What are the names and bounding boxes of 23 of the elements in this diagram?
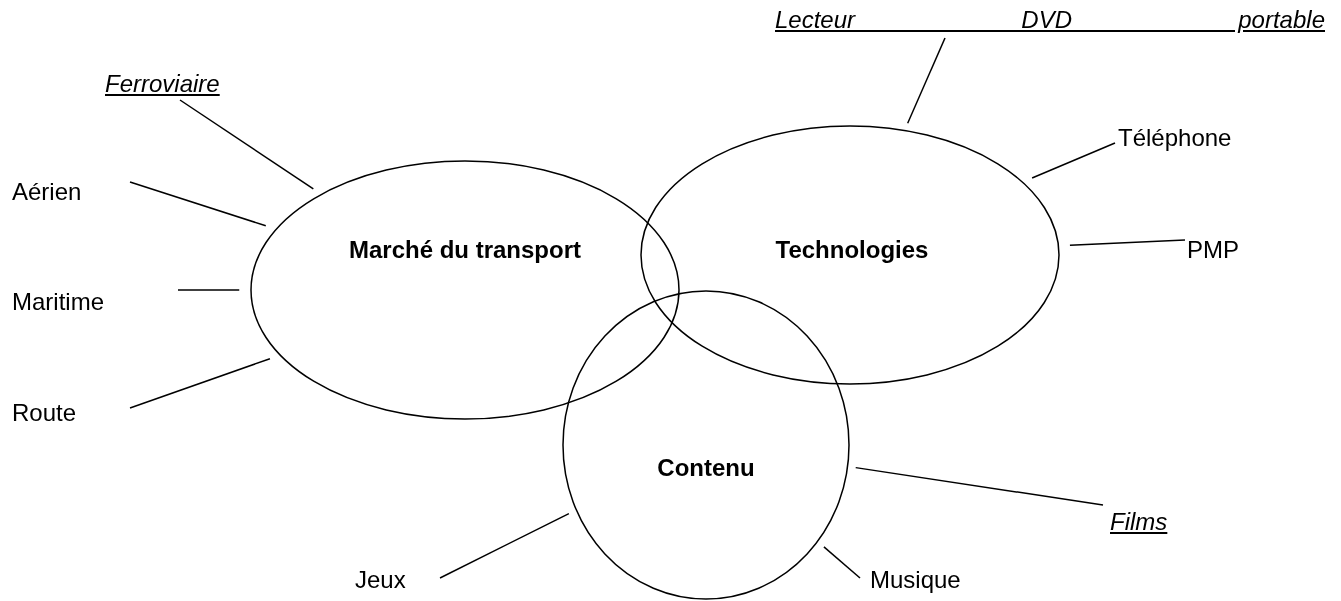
leader-line: [129, 181, 267, 227]
category-label: Jeux: [355, 566, 406, 594]
leader-line: [1069, 239, 1186, 246]
leader-line: [906, 37, 946, 124]
leader-line: [1031, 142, 1116, 179]
leader-line: [439, 512, 570, 579]
leader-line: [129, 357, 271, 409]
leader-line: [179, 99, 315, 190]
leader-line: [177, 289, 240, 291]
set-title: Marché du transport: [349, 236, 581, 264]
leader-line: [823, 546, 861, 579]
category-label: Aérien: [12, 178, 82, 206]
category-label: Lecteur DVD portable: [775, 6, 1325, 34]
category-label: Musique: [870, 566, 961, 594]
set-title: Technologies: [775, 236, 929, 264]
category-label: Ferroviaire: [105, 70, 220, 98]
category-label: PMP: [1187, 236, 1239, 264]
leader-line: [855, 466, 1104, 506]
category-label: Maritime: [12, 288, 104, 316]
category-label: Téléphone: [1118, 124, 1232, 152]
category-label: Route: [12, 399, 77, 427]
set-title: Contenu: [657, 454, 755, 482]
category-label: Films: [1110, 508, 1168, 536]
